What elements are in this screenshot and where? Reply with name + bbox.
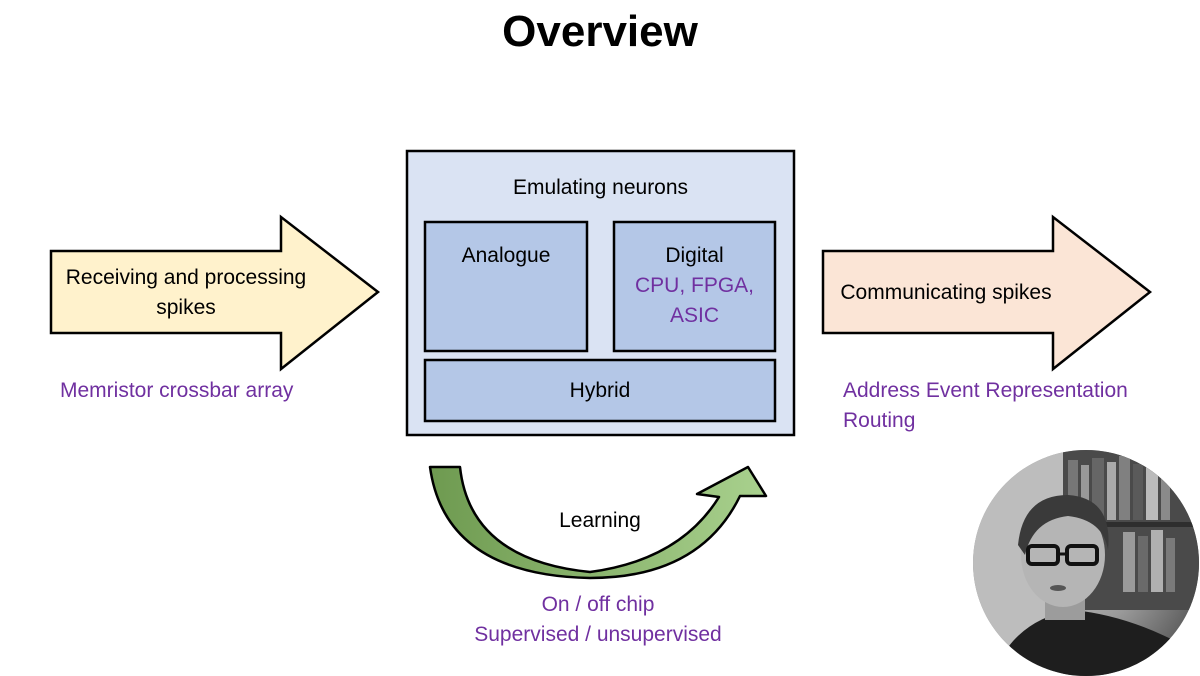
digital-sub-line2: ASIC [669,304,719,327]
analogue-box [423,220,589,353]
digital-label-group: Digital CPU, FPGA, ASIC [614,241,775,331]
hybrid-box [423,358,777,423]
digital-label: Digital [665,244,724,267]
aer-note-line1: Address Event Representation [843,379,1128,402]
memristor-note: Memristor crossbar array [60,379,294,402]
analogue-label: Analogue [461,244,551,267]
learning-note: On / off chip Supervised / unsupervised [420,590,776,650]
slide-title: Overview [502,7,698,56]
hybrid-label: Hybrid [569,379,631,402]
receiving-label-line1: Receiving and processing [65,266,307,289]
learning-label: Learning [559,509,641,532]
presenter-video-icon [973,450,1199,676]
receiving-label: Receiving and processing spikes [55,263,317,323]
aer-note: Address Event Representation Routing [843,376,1173,436]
aer-note-line2: Routing [843,409,916,432]
learning-note-line1: On / off chip [541,593,655,616]
receiving-arrow-shape [49,214,381,372]
learning-arrow-shape [428,465,768,580]
digital-sub-line1: CPU, FPGA, [634,274,755,297]
emulating-neurons-label: Emulating neurons [512,176,689,199]
digital-box [612,220,777,353]
communicating-arrow-shape [821,214,1153,372]
communicating-label: Communicating spikes [840,281,1052,304]
receiving-label-line2: spikes [156,296,216,319]
presenter-webcam [973,450,1199,676]
learning-note-line2: Supervised / unsupervised [474,623,722,646]
